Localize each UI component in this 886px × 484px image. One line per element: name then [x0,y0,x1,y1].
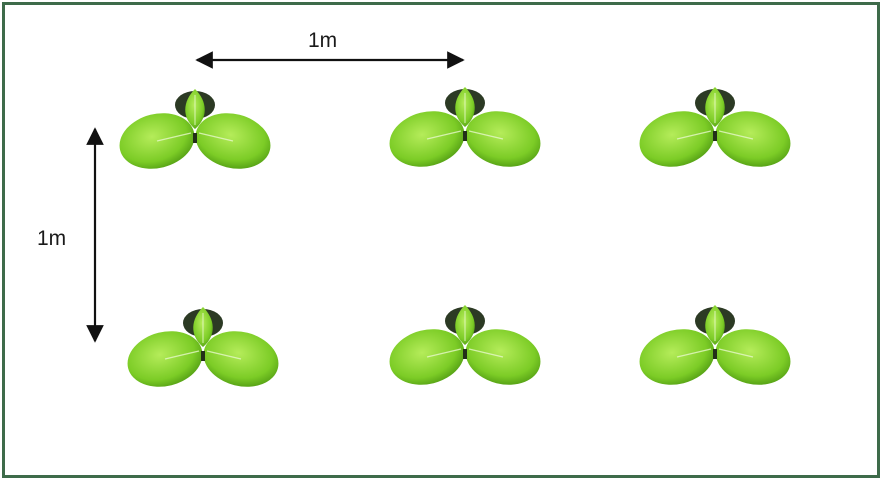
horizontal-spacing-label: 1m [308,29,337,53]
seedling-icon [635,299,795,395]
seedling-icon [123,301,283,397]
seedling-icon [115,83,275,179]
plot-frame: 1m 1m [2,2,880,478]
seedling-icon [635,81,795,177]
seedling-icon [385,81,545,177]
vertical-spacing-label: 1m [37,227,66,251]
seedling-icon [385,299,545,395]
spacing-arrows [5,5,877,475]
